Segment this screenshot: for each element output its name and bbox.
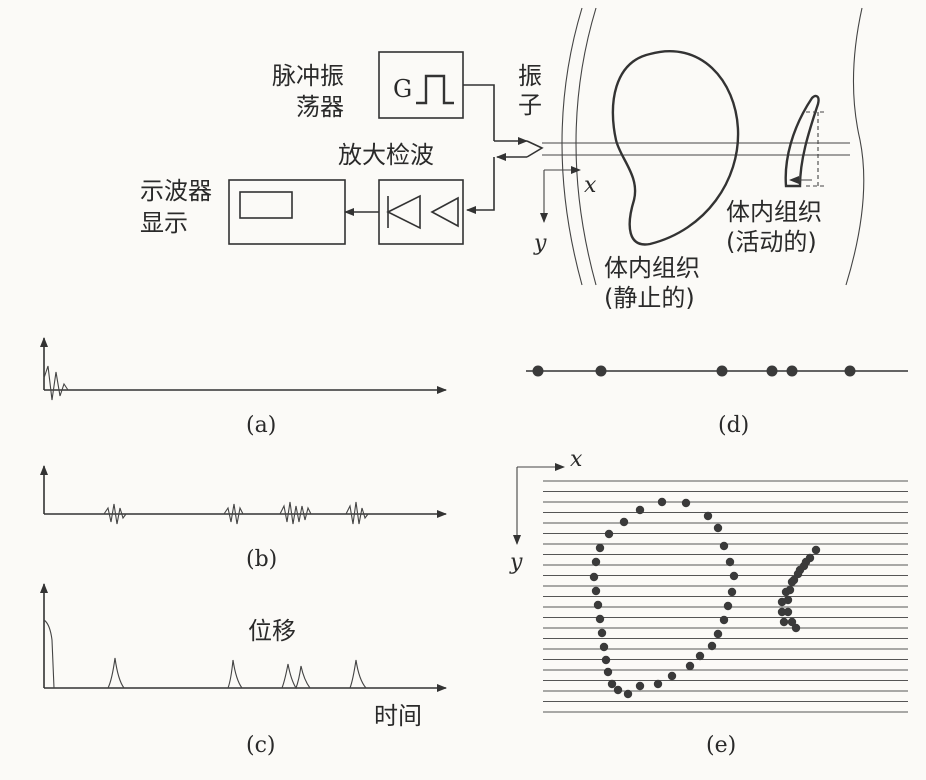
panel-e-echo-points bbox=[589, 497, 821, 699]
panel-e-echo-dot bbox=[727, 587, 737, 597]
amplifier-detector-box bbox=[378, 179, 464, 245]
transducer-label-1: 振 bbox=[518, 62, 542, 90]
pulse-osc-label-1: 脉冲振 bbox=[272, 62, 344, 90]
panel-e-axis-x: x bbox=[570, 447, 583, 472]
panel-e-echo-dot bbox=[635, 505, 645, 515]
panel-e-echo-dot bbox=[725, 557, 735, 567]
panel-a-label: (a) bbox=[246, 413, 276, 438]
panel-e-echo-dot bbox=[779, 617, 789, 627]
panel-d-point bbox=[716, 365, 728, 377]
panel-e-echo-dot bbox=[604, 529, 614, 539]
osc-out-wire bbox=[463, 84, 495, 141]
panel-c-time-label: 时间 bbox=[374, 702, 422, 730]
panel-e-scan-lines bbox=[543, 480, 908, 713]
ultrasound-beam bbox=[542, 142, 850, 156]
body-outline-right bbox=[845, 7, 865, 286]
rx-wire bbox=[466, 157, 495, 214]
panel-e-echo-dot bbox=[667, 671, 677, 681]
panel-c-trace bbox=[40, 583, 447, 692]
panel-e-echo-dot bbox=[811, 545, 821, 555]
panel-d-point bbox=[844, 365, 856, 377]
panel-e-echo-dot bbox=[707, 641, 717, 651]
oscilloscope-box bbox=[228, 179, 346, 245]
panel-e-echo-dot bbox=[789, 575, 799, 585]
amplifier-icon bbox=[430, 196, 459, 228]
panel-e-echo-dot bbox=[787, 617, 797, 627]
panel-e-echo-dot bbox=[713, 523, 723, 533]
panel-e-label: (e) bbox=[706, 733, 736, 758]
pulse-osc-label-2: 荡器 bbox=[296, 93, 344, 121]
panel-e-echo-dot bbox=[589, 572, 599, 582]
panel-e-echo-dot bbox=[681, 498, 691, 508]
panel-d-point bbox=[766, 365, 778, 377]
diode-icon bbox=[386, 194, 421, 230]
panel-e-echo-dot bbox=[595, 614, 605, 624]
moving-tissue-ghost bbox=[806, 111, 826, 187]
panel-d-point bbox=[595, 365, 607, 377]
panel-e-echo-dot bbox=[785, 585, 795, 595]
panel-e-echo-dot bbox=[619, 517, 629, 527]
body-outline bbox=[561, 7, 583, 286]
panel-e-echo-dot bbox=[623, 689, 633, 699]
static-tissue-label-1: 体内组织 bbox=[604, 254, 700, 282]
panel-c-displacement-label: 位移 bbox=[248, 617, 296, 645]
panel-e-echo-dot bbox=[801, 557, 811, 567]
panel-e-echo-dot bbox=[603, 667, 613, 677]
panel-e-echo-dot bbox=[591, 586, 601, 596]
static-tissue-shape bbox=[611, 50, 740, 246]
panel-e-echo-dot bbox=[597, 628, 607, 638]
panel-e-echo-dot bbox=[613, 685, 623, 695]
panel-b-label: (b) bbox=[246, 547, 277, 572]
panel-e-echo-dot bbox=[791, 623, 801, 633]
panel-b-trace bbox=[40, 465, 447, 525]
panel-e-echo-dot bbox=[729, 571, 739, 581]
panel-e-echo-dot bbox=[657, 497, 667, 507]
pulse-waveform-icon bbox=[416, 74, 454, 105]
panel-d-label: (d) bbox=[718, 413, 749, 438]
panel-d-point bbox=[532, 365, 544, 377]
pulse-g-label: G bbox=[393, 75, 412, 103]
panel-e-echo-dot bbox=[719, 541, 729, 551]
panel-e-echo-dot bbox=[593, 600, 603, 610]
panel-d-points bbox=[526, 365, 908, 377]
pulse-oscillator: G bbox=[378, 51, 464, 119]
amp-detect-label: 放大检波 bbox=[338, 141, 434, 169]
panel-e-echo-dot bbox=[783, 607, 793, 617]
moving-tissue-label-1: 体内组织 bbox=[726, 198, 822, 226]
body-outline-inner bbox=[575, 7, 597, 286]
panel-e-echo-dot bbox=[607, 679, 617, 689]
transducer-head bbox=[526, 140, 544, 158]
panel-e-echo-dot bbox=[783, 595, 793, 605]
panel-e-echo-dot bbox=[591, 557, 601, 567]
axis-y-label: y bbox=[533, 231, 547, 256]
axis-x-label: x bbox=[584, 173, 597, 198]
static-tissue-label-2: (静止的) bbox=[604, 284, 695, 312]
moving-tissue-label-2: (活动的) bbox=[726, 228, 817, 256]
panel-e-echo-dot bbox=[695, 651, 705, 661]
panel-e-echo-dot bbox=[685, 661, 695, 671]
panel-e-echo-dot bbox=[703, 511, 713, 521]
scope-label-2: 显示 bbox=[140, 209, 188, 237]
panel-e-echo-dot bbox=[599, 642, 609, 652]
panel-e-echo-dot bbox=[595, 543, 605, 553]
panel-e-axis-y: y bbox=[509, 550, 523, 575]
panel-e-echo-dot bbox=[635, 681, 645, 691]
moving-tissue-shape bbox=[784, 94, 820, 188]
panel-a-trace bbox=[40, 337, 447, 401]
panel-e-echo-dot bbox=[719, 615, 729, 625]
panel-e-echo-dot bbox=[653, 679, 663, 689]
panel-e-echo-dot bbox=[777, 607, 787, 617]
panel-e-echo-dot bbox=[601, 655, 611, 665]
scope-label-1: 示波器 bbox=[140, 177, 212, 205]
transducer-label-2: 子 bbox=[518, 91, 542, 119]
panel-e-echo-dot bbox=[713, 629, 723, 639]
panel-e-echo-dot bbox=[795, 565, 805, 575]
panel-c-label: (c) bbox=[246, 733, 276, 758]
panel-d-point bbox=[786, 365, 798, 377]
panel-e-echo-dot bbox=[723, 601, 733, 611]
